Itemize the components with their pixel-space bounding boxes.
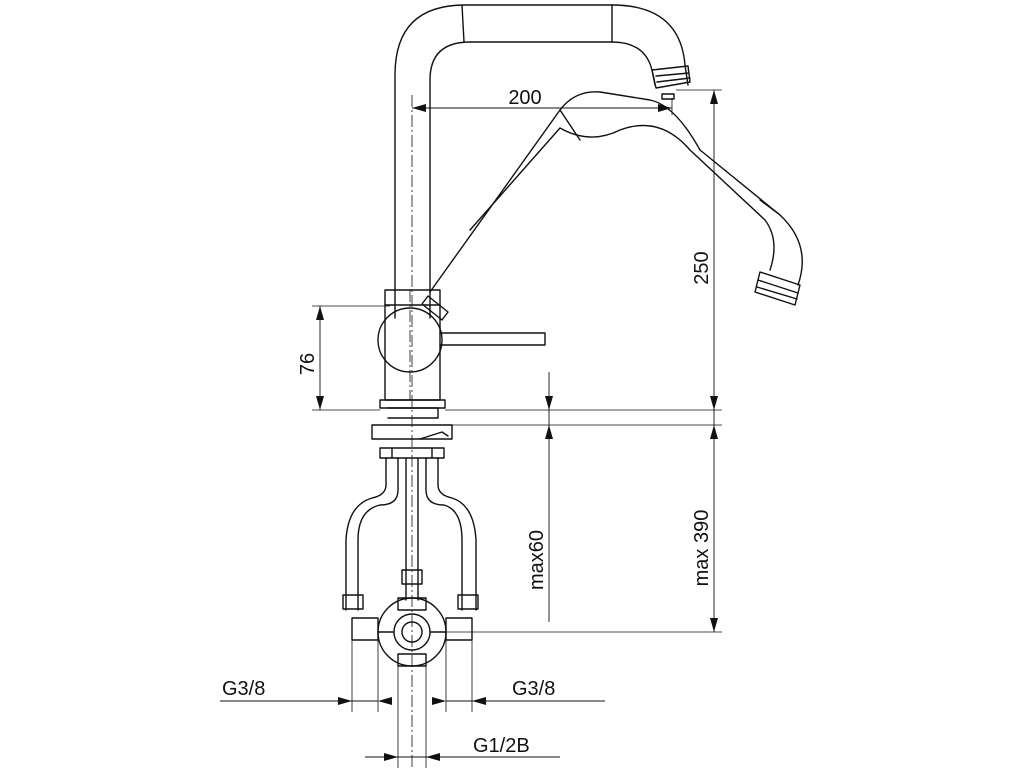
- dimension-reach: 200: [412, 87, 673, 115]
- dimension-inlet-left: G3/8: [220, 678, 392, 705]
- centre-lines: [409, 95, 413, 768]
- faucet-swivelled-spout: [429, 91, 803, 306]
- dimension-max-deck: max60: [526, 372, 553, 622]
- faucet-body: [371, 289, 546, 459]
- spout-height-label: 250: [691, 251, 713, 284]
- max-deck-label: max60: [526, 530, 548, 590]
- outlet-label: G1/2B: [473, 735, 530, 757]
- max-below-label: max 390: [691, 510, 713, 587]
- dimension-max-below: max 390: [446, 410, 722, 633]
- flex-hoses: [342, 457, 479, 611]
- bottom-extension-lines: [351, 640, 473, 768]
- dimension-inlet-right: G3/8: [432, 678, 605, 705]
- dimension-outlet: G1/2B: [365, 735, 560, 761]
- dimension-spout-height: 250: [676, 89, 722, 410]
- inlet-right-label: G3/8: [512, 678, 555, 700]
- inlet-left-label: G3/8: [222, 678, 265, 700]
- dimension-body-height: 76: [297, 305, 390, 411]
- body-height-label: 76: [297, 353, 319, 375]
- reach-label: 200: [508, 87, 541, 109]
- faucet-upright-spout: [394, 4, 691, 319]
